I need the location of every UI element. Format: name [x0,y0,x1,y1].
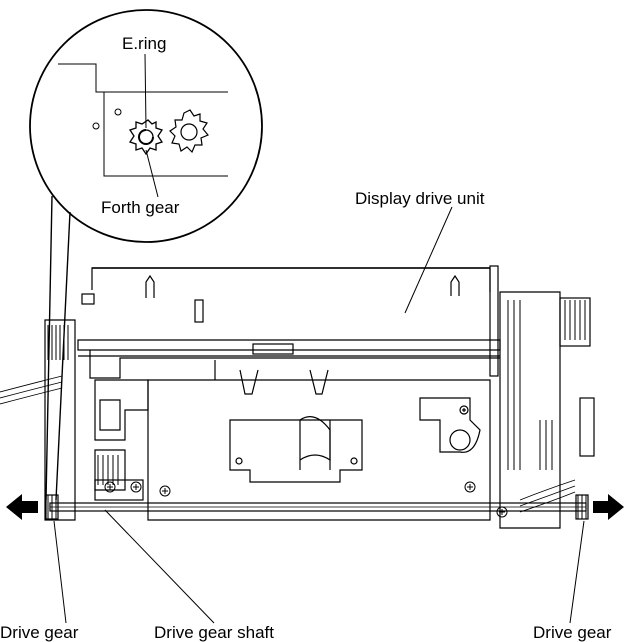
magnified-detail-callout [29,9,263,501]
e-ring-label: E.ring [122,34,167,53]
arrow-right-icon [593,494,624,520]
display-drive-unit-label: Display drive unit [355,189,485,208]
forth-gear-shape [128,119,164,156]
drive-gear-right-label: Drive gear [533,623,612,642]
drive-gear-left-label: Drive gear [0,623,79,642]
forth-gear-label: Forth gear [101,198,180,217]
mechanism-assembly [0,265,595,529]
drive-gear-shaft-label: Drive gear shaft [154,623,274,642]
arrow-left-icon [6,494,38,520]
